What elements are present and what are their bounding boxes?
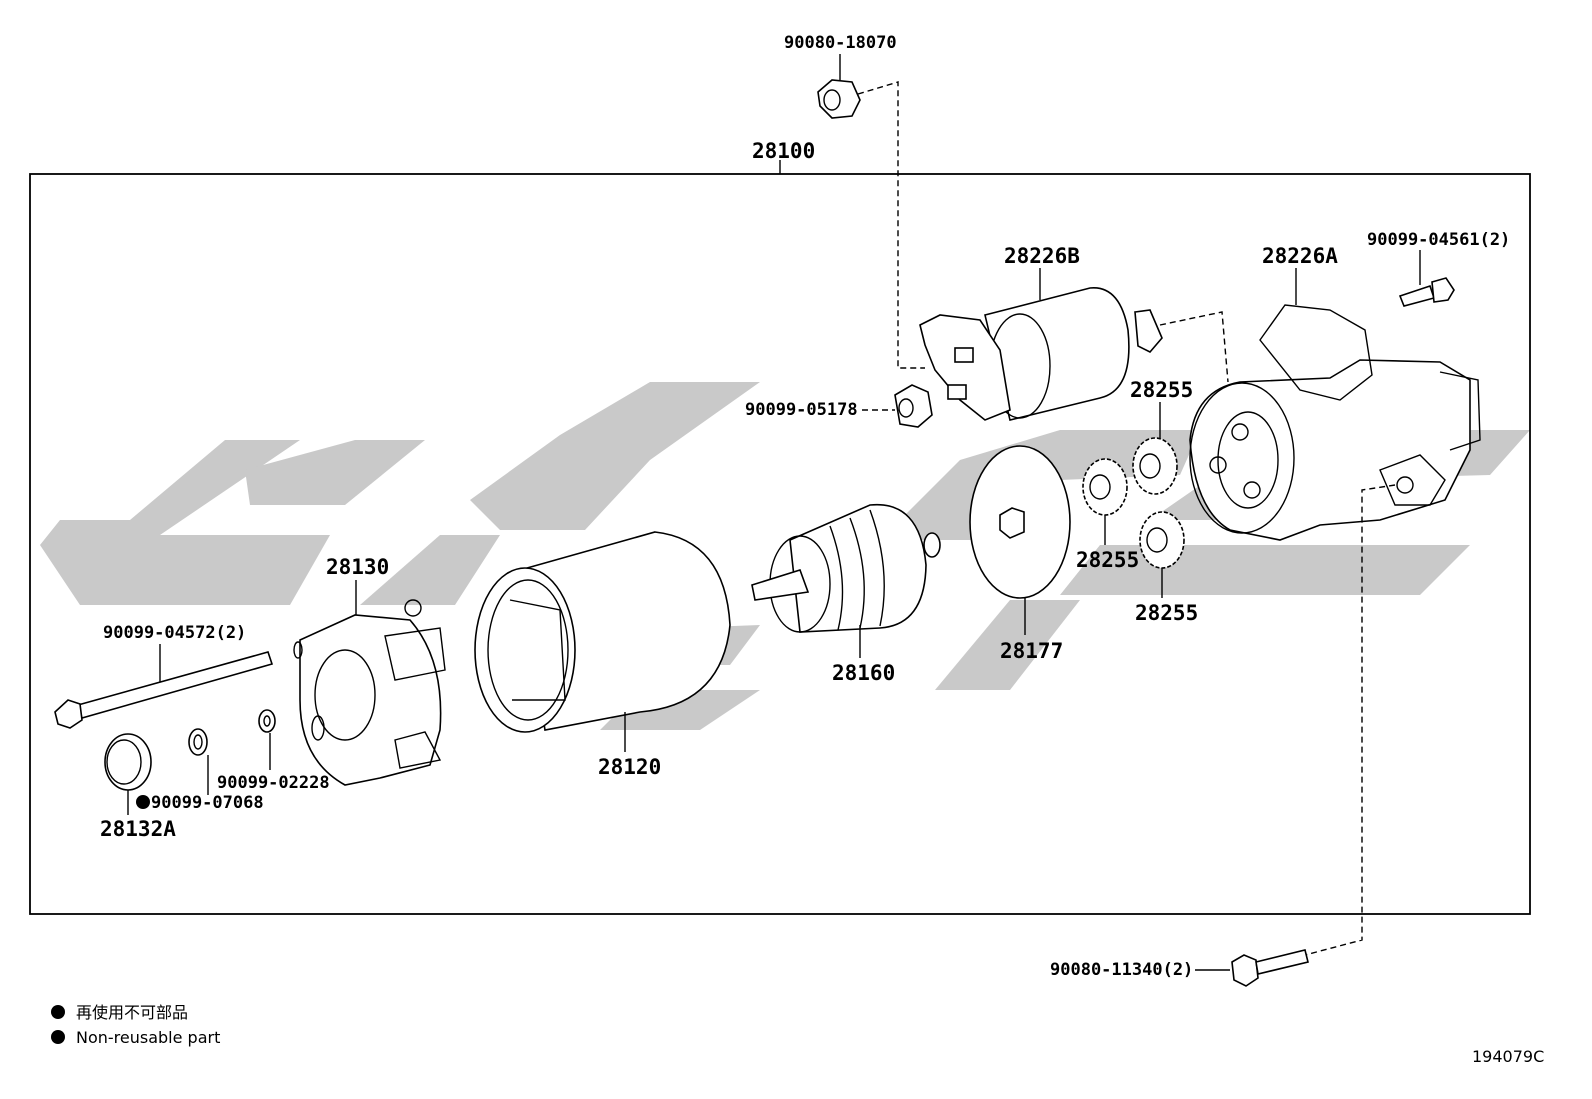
label-nut-top: 90080-18070	[784, 33, 897, 53]
label-gear-top: 28255	[1130, 378, 1193, 402]
label-yoke: 28120	[598, 755, 661, 779]
label-nut-solenoid: 90099-05178	[745, 400, 858, 420]
gear-left: 28255	[1076, 458, 1139, 572]
legend-line-2: Non-reusable part	[76, 1028, 220, 1047]
washer-b: 90099-07068	[136, 728, 264, 813]
figure-code: 194079C	[1472, 1047, 1544, 1066]
non-reusable-mark	[136, 795, 150, 809]
solenoid: 28226B	[919, 244, 1229, 421]
legend-bullet-2	[51, 1030, 65, 1044]
gear-bottom: 28255	[1135, 511, 1198, 625]
label-plate: 28177	[1000, 639, 1063, 663]
legend-bullet-1	[51, 1005, 65, 1019]
label-housing: 28226A	[1262, 244, 1338, 268]
label-through-bolt: 90099-04572(2)	[103, 623, 246, 643]
label-brush-holder: 28130	[326, 555, 389, 579]
through-bolt: 90099-04572(2)	[54, 623, 274, 729]
label-gear-left: 28255	[1076, 548, 1139, 572]
gear-top: 28255	[1130, 378, 1193, 495]
assembly-label: 28100	[752, 139, 815, 163]
bolt-bottom: 90080-11340(2)	[1050, 484, 1396, 987]
bolt-housing: 90099-04561(2)	[1367, 230, 1510, 307]
label-bolt-housing: 90099-04561(2)	[1367, 230, 1510, 250]
brush-holder: 28130	[293, 555, 446, 786]
starter-housing: 28226A	[1189, 244, 1481, 541]
nut-solenoid: 90099-05178	[745, 384, 933, 428]
washer-a: 90099-02228	[217, 709, 330, 793]
legend: 再使用不可部品 Non-reusable part	[51, 1003, 220, 1047]
label-bolt-bottom: 90080-11340(2)	[1050, 960, 1193, 980]
label-gear-bottom: 28255	[1135, 601, 1198, 625]
nut-top: 90080-18070	[784, 33, 925, 369]
armature: 28160	[751, 503, 941, 685]
end-cap: 28132A	[100, 733, 176, 841]
label-armature: 28160	[832, 661, 895, 685]
label-solenoid: 28226B	[1004, 244, 1080, 268]
label-washer-a: 90099-02228	[217, 773, 330, 793]
plate: 28177	[969, 445, 1071, 663]
label-end-cap: 28132A	[100, 817, 176, 841]
yoke: 28120	[474, 531, 731, 779]
label-washer-b: 90099-07068	[151, 793, 264, 813]
legend-line-1: 再使用不可部品	[76, 1003, 188, 1022]
